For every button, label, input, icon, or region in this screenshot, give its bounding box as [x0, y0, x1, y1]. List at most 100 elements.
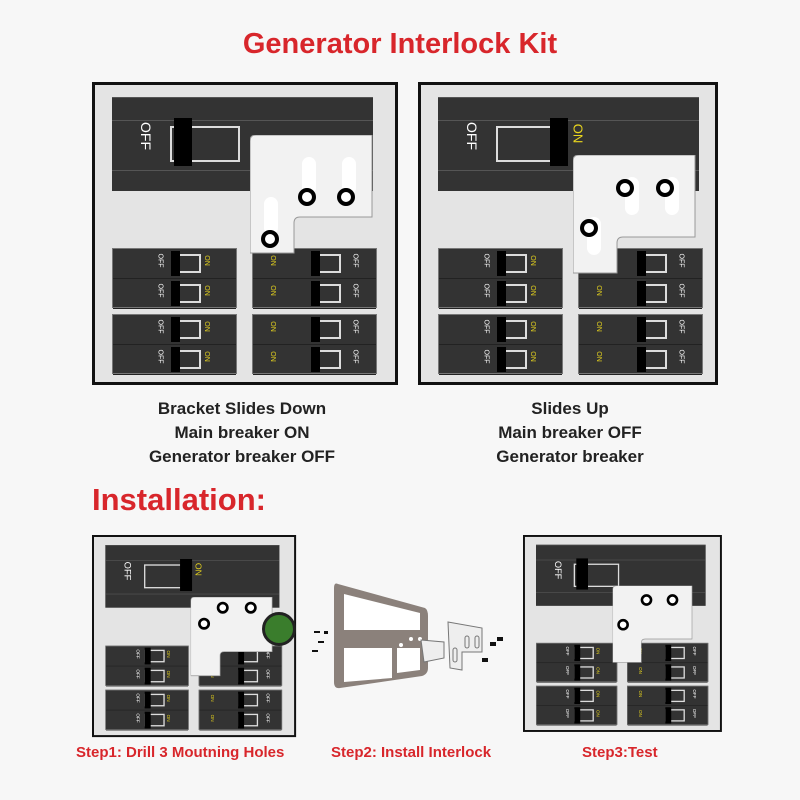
toggle-handle: [238, 647, 245, 665]
main-off-label: OFF: [464, 122, 480, 150]
main-off-label: OFF: [122, 561, 134, 581]
step2-label: Step2: Install Interlock: [331, 744, 492, 761]
breaker-label: OFF: [135, 713, 140, 723]
breaker-label: OFF: [265, 693, 270, 703]
breaker-label: OFF: [482, 319, 490, 334]
step1-label: Step1: Drill 3 Moutning Holes: [76, 744, 285, 761]
caption-left: Bracket Slides Down Main breaker ON Gene…: [92, 397, 392, 469]
toggle-handle: [637, 347, 646, 372]
breaker-label: ON: [268, 351, 276, 362]
divider: [112, 120, 373, 121]
caption-right: Slides Up Main breaker OFF Generator bre…: [420, 397, 720, 469]
breaker-label: OFF: [564, 665, 570, 676]
interlock-bracket[interactable]: [250, 135, 380, 255]
panel-step1: OFFONOFFONOFFONOFFONOFFONONOFFONOFFONOFF…: [92, 535, 297, 738]
toggle-handle: [497, 347, 506, 372]
interlock-bracket[interactable]: [190, 597, 278, 677]
toggle-handle: [497, 281, 506, 306]
caption-line: Generator breaker OFF: [148, 447, 336, 466]
divider: [105, 593, 280, 595]
toggle-handle: [311, 251, 320, 276]
interlock-bracket[interactable]: [612, 585, 698, 664]
breaker-label: ON: [594, 667, 600, 674]
divider: [112, 170, 373, 171]
main-off-label: OFF: [552, 561, 564, 580]
toggle-handle: [665, 707, 672, 724]
toggle-handle: [665, 687, 672, 704]
breaker-label: ON: [637, 667, 643, 674]
panel-bracket-up: OFFONOFFONOFFONOFFONOFFONONOFFONOFFONOFF…: [418, 82, 718, 385]
toggle-handle: [171, 281, 180, 306]
toggle-handle: [311, 281, 320, 306]
toggle-handle: [171, 317, 180, 342]
breaker-label: ON: [528, 255, 536, 266]
installation-heading: Installation:: [92, 482, 266, 517]
caption-line: Slides Up: [531, 399, 609, 418]
toggle-handle: [238, 667, 245, 685]
toggle-handle: [574, 687, 581, 704]
breaker-label: OFF: [677, 349, 685, 364]
interlock-bracket[interactable]: [573, 155, 703, 275]
toggle-handle: [238, 711, 245, 729]
step3-label: Step3:Test: [582, 744, 658, 761]
main-toggle-frame: [170, 126, 240, 162]
toggle-handle: [637, 317, 646, 342]
caption-line: Bracket Slides Down: [157, 399, 327, 418]
breaker-label: ON: [528, 351, 536, 362]
breaker-label: OFF: [351, 253, 359, 268]
breaker-label: ON: [268, 321, 276, 332]
branch-breaker: OFF ON: [536, 663, 617, 683]
breaker-label: ON: [528, 321, 536, 332]
breaker-label: OFF: [265, 713, 270, 723]
divider: [438, 170, 699, 171]
toggle-handle: [574, 707, 581, 724]
breaker-label: OFF: [156, 349, 164, 364]
breaker-label: OFF: [677, 319, 685, 334]
breaker-label: ON: [268, 255, 276, 266]
breaker-label: ON: [594, 351, 602, 362]
toggle-handle: [171, 347, 180, 372]
main-toggle-frame: [573, 563, 620, 587]
breaker-label: OFF: [564, 689, 570, 699]
panel-step3: OFFOFFONOFFONOFFONOFFONONOFFONOFFONOFFON…: [523, 535, 722, 732]
screw-icons: [312, 631, 503, 662]
breaker-label: OFF: [482, 349, 490, 364]
toggle-handle: [144, 711, 151, 729]
toggle-handle: [311, 317, 320, 342]
toggle-handle: [574, 664, 581, 681]
drill-icon: [262, 612, 296, 646]
breaker-label: ON: [268, 285, 276, 296]
toggle-handle: [497, 251, 506, 276]
branch-breaker: ON OFF: [579, 345, 702, 375]
breaker-label: OFF: [564, 708, 570, 718]
breaker-label: OFF: [135, 669, 140, 679]
main-toggle-handle: [174, 118, 192, 166]
branch-breaker: OFF ON: [439, 315, 562, 345]
main-toggle-handle: [180, 559, 193, 592]
interlock-exploded-diagram: [312, 583, 503, 689]
breaker-label: OFF: [135, 693, 140, 703]
